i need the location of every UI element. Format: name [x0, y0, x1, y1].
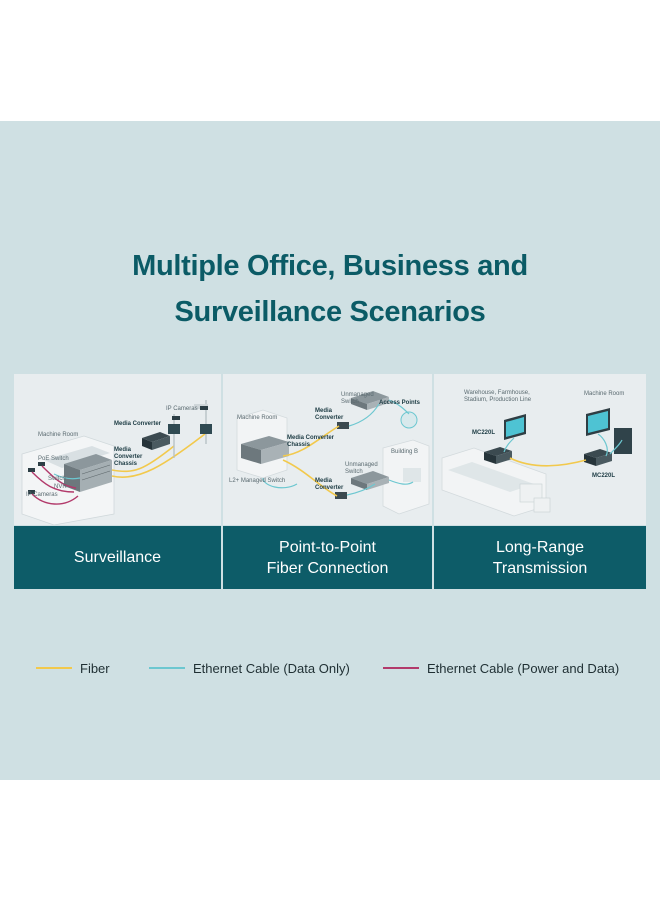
- legend-line-ethernet-poe: [383, 667, 419, 669]
- tab-surveillance-label: Surveillance: [73, 549, 162, 566]
- label-ip-cameras-top: IP Cameras: [166, 406, 198, 412]
- legend-label-ethernet-data: Ethernet Cable (Data Only): [193, 660, 350, 676]
- label-mc220l-left: MC220L: [472, 430, 495, 436]
- legend-line-fiber: [36, 667, 72, 669]
- label-machine-room: Machine Room: [584, 391, 624, 397]
- label-warehouse: Warehouse, Farmhouse,Stadium, Production…: [464, 390, 532, 403]
- tab-long-range[interactable]: Long-Range Transmission: [434, 526, 646, 589]
- label-ip-cameras-bottom: IP Cameras: [26, 492, 58, 498]
- legend-line-ethernet-data: [149, 667, 185, 669]
- label-machine-room: Machine Room: [38, 432, 78, 438]
- legend-item-ethernet-poe: Ethernet Cable (Power and Data): [383, 659, 619, 677]
- legend-item-fiber: Fiber: [36, 659, 110, 677]
- surveillance-illustration: Machine Room IP Cameras Media Converter …: [14, 374, 221, 525]
- tab-point-to-point[interactable]: Point-to-Point Fiber Connection: [223, 526, 432, 589]
- label-mc220l-right: MC220L: [592, 473, 615, 479]
- label-machine-room: Machine Room: [237, 415, 277, 421]
- label-l2-switch: L2+ Managed Switch: [229, 478, 285, 484]
- label-poe-switch: PoE Switch: [38, 456, 69, 462]
- label-access-points: Access Points: [379, 400, 421, 406]
- label-nvr: NVR: [54, 484, 67, 490]
- label-media-converter: Media Converter: [114, 421, 162, 427]
- tab-surveillance[interactable]: Surveillance: [14, 526, 221, 589]
- title-line-1: Multiple Office, Business and: [132, 250, 528, 282]
- tab-point-to-point-label: Point-to-Point Fiber Connection: [266, 538, 389, 577]
- page-title: Multiple Office, Business and Surveillan…: [0, 243, 660, 335]
- legend-item-ethernet-data: Ethernet Cable (Data Only): [149, 659, 350, 677]
- legend-label-fiber: Fiber: [80, 660, 110, 676]
- legend-label-ethernet-poe: Ethernet Cable (Power and Data): [427, 660, 620, 676]
- long-range-diagram: Warehouse, Farmhouse,Stadium, Production…: [434, 374, 646, 525]
- label-switch: Switch: [48, 476, 66, 482]
- surveillance-diagram: Machine Room IP Cameras Media Converter …: [14, 374, 221, 525]
- title-line-2: Surveillance Scenarios: [174, 296, 486, 328]
- label-building-b: Building B: [391, 449, 418, 455]
- long-range-illustration: Warehouse, Farmhouse,Stadium, Production…: [434, 374, 646, 525]
- tab-long-range-label: Long-Range Transmission: [492, 538, 588, 577]
